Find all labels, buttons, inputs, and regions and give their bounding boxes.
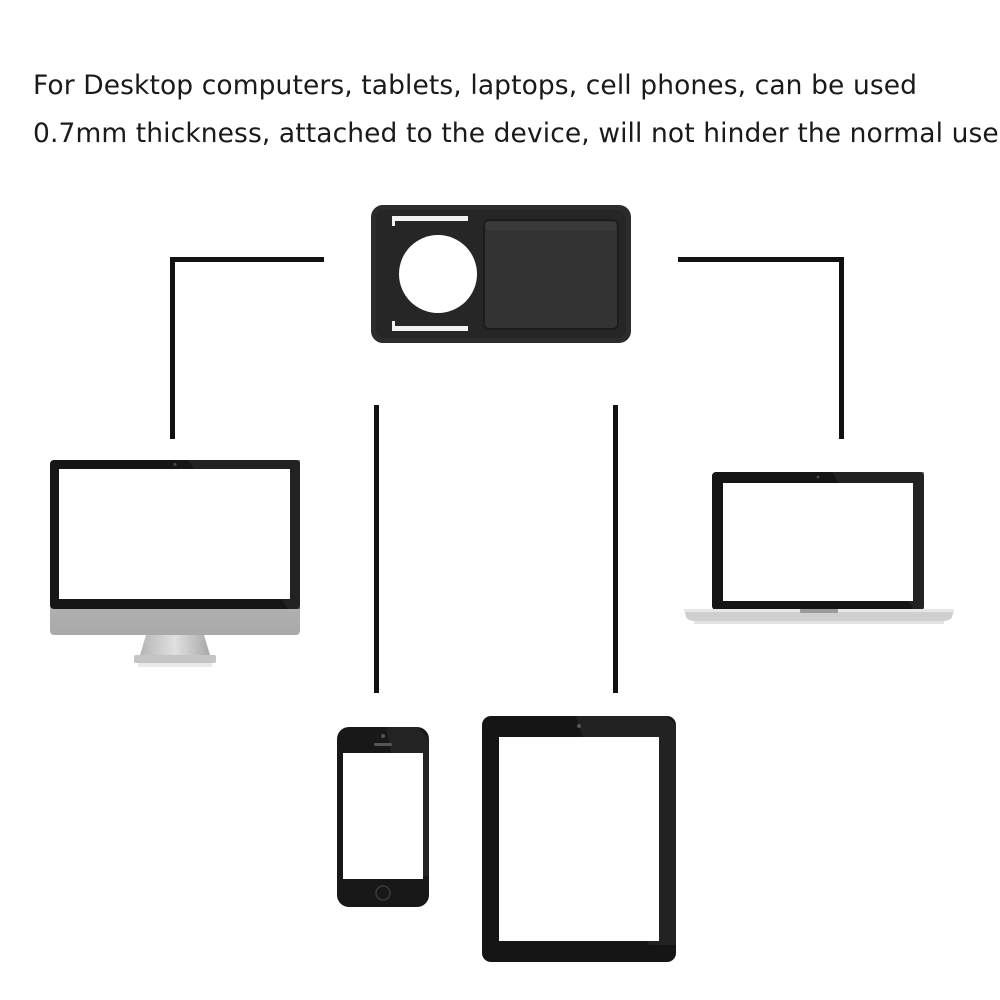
caption-line-2: 0.7mm thickness, attached to the device,… [33,118,999,149]
desktop-monitor-icon [50,460,300,667]
connector-left-horizontal [170,257,324,262]
tablet-icon [482,716,676,962]
webcam-cover-icon [371,205,631,343]
connector-tablet [613,405,618,693]
caption-line-1: For Desktop computers, tablets, laptops,… [33,70,918,101]
laptop-icon [684,472,954,624]
smartphone-icon [337,727,429,907]
connector-phone [374,405,379,693]
connector-right-horizontal [678,257,844,262]
connector-right-vertical [839,257,844,439]
connector-left-vertical [170,257,175,439]
